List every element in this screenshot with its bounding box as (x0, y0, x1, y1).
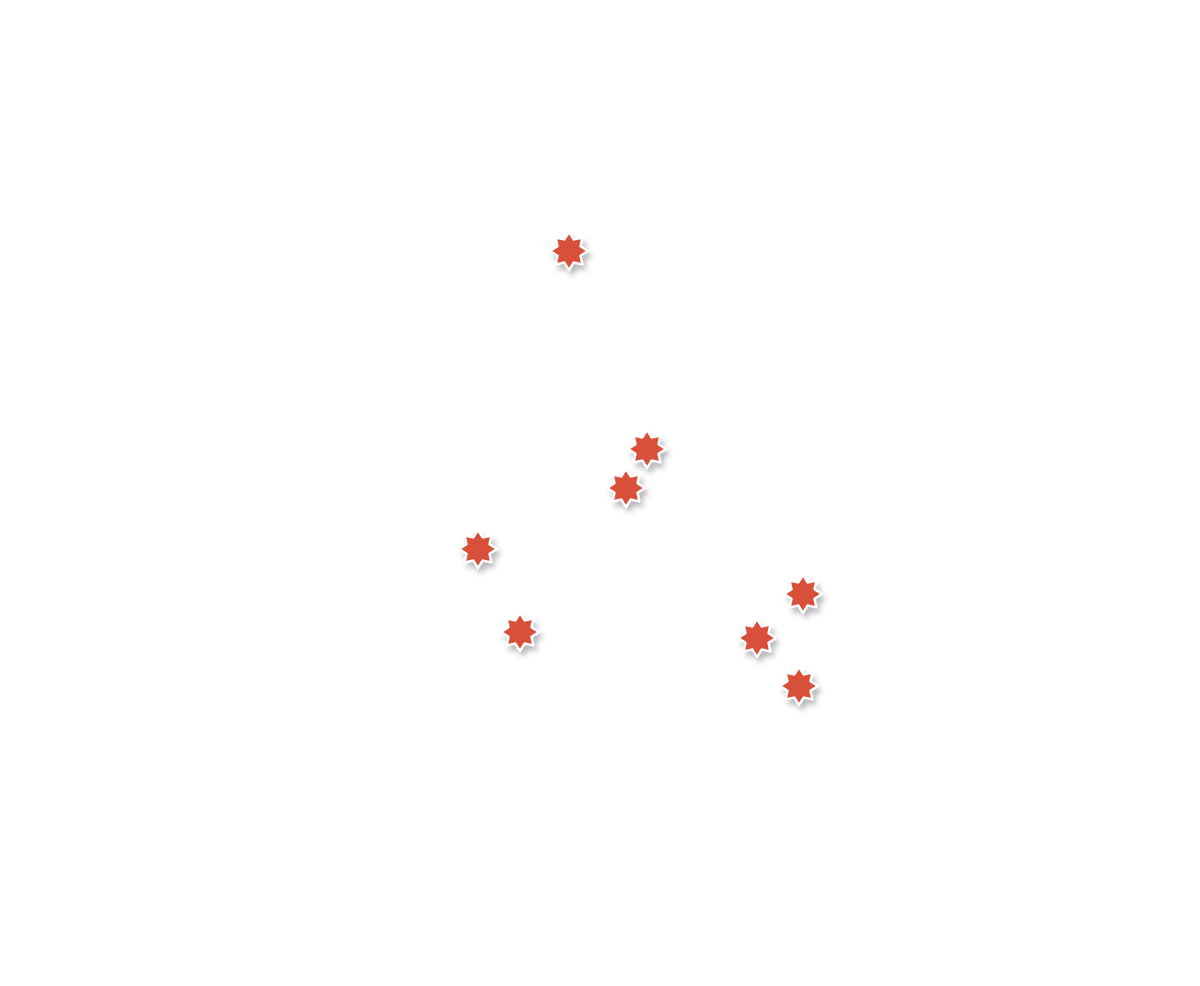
map-marker[interactable] (778, 665, 822, 711)
star-burst-icon (778, 665, 820, 707)
star-burst-icon (736, 617, 778, 659)
map-marker[interactable] (499, 611, 543, 657)
star-burst-icon (499, 611, 541, 653)
star-burst-icon (626, 428, 668, 470)
star-burst-icon (782, 573, 824, 615)
map-marker[interactable] (605, 467, 649, 513)
map-marker[interactable] (782, 573, 826, 619)
map-marker[interactable] (626, 428, 670, 474)
star-burst-icon (548, 230, 590, 272)
map-marker[interactable] (548, 230, 592, 276)
star-burst-icon (457, 528, 499, 570)
map-marker[interactable] (736, 617, 780, 663)
star-burst-icon (605, 467, 647, 509)
map-marker[interactable] (457, 528, 501, 574)
